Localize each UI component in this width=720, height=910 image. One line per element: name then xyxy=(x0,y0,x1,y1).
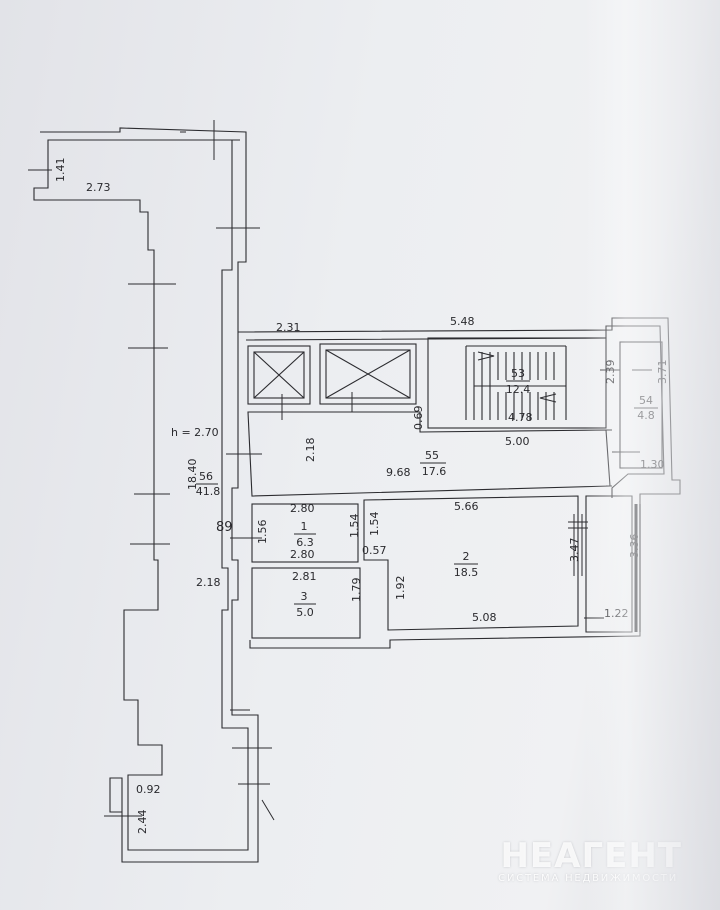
svg-text:12.4: 12.4 xyxy=(506,383,531,396)
balcony-wall xyxy=(585,495,633,633)
walls xyxy=(33,127,681,863)
dim-89: 89 xyxy=(216,520,233,535)
room-56-label: 56 41.8 xyxy=(196,470,221,498)
room-3-label: 3 5.0 xyxy=(294,590,316,619)
room-3-wall xyxy=(251,567,361,639)
room-2-label: 2 18.5 xyxy=(454,550,479,579)
svg-text:3: 3 xyxy=(301,590,308,603)
svg-text:6.3: 6.3 xyxy=(296,536,314,549)
dim-2-31: 2.31 xyxy=(276,321,301,334)
svg-text:53: 53 xyxy=(511,367,525,380)
dim-3-36: 3.36 xyxy=(628,534,641,559)
dim-2-80-bot: 2.80 xyxy=(290,548,315,561)
dim-2-44: 2.44 xyxy=(136,810,149,835)
dim-18-40: 18.40 xyxy=(186,459,199,491)
dim-5-00: 5.00 xyxy=(505,435,530,448)
dim-5-08: 5.08 xyxy=(472,611,497,624)
svg-text:18.5: 18.5 xyxy=(454,566,479,579)
stair-room-wall xyxy=(427,337,607,429)
dim-5-66: 5.66 xyxy=(454,500,479,513)
dim-1-54-b: 1.54 xyxy=(368,512,381,537)
dimension-labels: 1.41 2.73 h = 2.70 18.40 2.18 2.31 5.48 … xyxy=(54,158,669,835)
room-54-wall xyxy=(619,341,663,469)
dim-2-18-left: 2.18 xyxy=(196,576,221,589)
stair-steps-lower xyxy=(497,392,555,420)
elevator-shaft-2 xyxy=(319,343,417,405)
elevator-cabin-2 xyxy=(325,349,411,399)
dim-9-68: 9.68 xyxy=(386,466,411,479)
svg-text:55: 55 xyxy=(425,449,439,462)
svg-text:1: 1 xyxy=(301,520,308,533)
svg-text:4.8: 4.8 xyxy=(637,409,655,422)
elevator-shaft-1 xyxy=(247,345,311,405)
dim-2-18-mid: 2.18 xyxy=(304,438,317,463)
room-55-label: 55 17.6 xyxy=(420,449,446,478)
core-outer-wall xyxy=(237,317,681,649)
dim-0-57: 0.57 xyxy=(362,544,387,557)
stair-frame xyxy=(465,345,567,420)
dim-0-92: 0.92 xyxy=(136,783,161,796)
dim-0-69: 0.69 xyxy=(412,406,425,431)
room-53-label: 53 12.4 xyxy=(506,367,531,396)
corridor-inner-wall xyxy=(33,139,249,851)
elevator-cabin-1 xyxy=(253,351,305,399)
dim-2-39: 2.39 xyxy=(604,360,617,385)
door-mark xyxy=(568,514,588,576)
dim-2-80-top: 2.80 xyxy=(290,502,315,515)
dim-1-30: 1.30 xyxy=(640,458,665,471)
room-1-label: 1 6.3 xyxy=(294,520,316,549)
dim-1-41: 1.41 xyxy=(54,158,67,183)
dimension-ticks xyxy=(28,120,652,821)
svg-text:41.8: 41.8 xyxy=(196,485,221,498)
dim-3-47: 3.47 xyxy=(568,538,581,563)
dim-1-56: 1.56 xyxy=(256,520,269,545)
svg-text:2: 2 xyxy=(463,550,470,563)
watermark-brand: НЕАГЕНТ xyxy=(500,836,682,876)
svg-text:5.0: 5.0 xyxy=(296,606,314,619)
corridor-outer-wall xyxy=(40,127,259,863)
room-1-wall xyxy=(251,503,359,563)
svg-text:54: 54 xyxy=(639,394,653,407)
room-labels: 56 41.8 55 17.6 53 12.4 54 4.8 1 6.3 2 1… xyxy=(196,367,658,619)
dim-2-73: 2.73 xyxy=(86,181,111,194)
room-56-height: h = 2.70 xyxy=(171,426,219,439)
window-mark xyxy=(634,504,641,632)
room-2-wall xyxy=(363,495,579,631)
dim-5-48: 5.48 xyxy=(450,315,475,328)
stair-arrows xyxy=(477,351,557,403)
dim-1-79: 1.79 xyxy=(350,578,363,603)
svg-text:17.6: 17.6 xyxy=(422,465,447,478)
elevator-cross-2 xyxy=(325,349,411,399)
dim-4-78: 4.78 xyxy=(508,411,533,424)
dim-1-22: 1.22 xyxy=(604,607,629,620)
svg-text:56: 56 xyxy=(199,470,213,483)
watermark-tagline: СИСТЕМА НЕДВИЖИМОСТИ xyxy=(498,873,678,884)
dim-2-81: 2.81 xyxy=(292,570,317,583)
dim-1-54-a: 1.54 xyxy=(348,514,361,539)
dim-3-71: 3.71 xyxy=(656,360,669,385)
elevator-cross-1 xyxy=(253,351,305,399)
room-54-label: 54 4.8 xyxy=(634,394,658,422)
dim-1-92: 1.92 xyxy=(394,576,407,601)
